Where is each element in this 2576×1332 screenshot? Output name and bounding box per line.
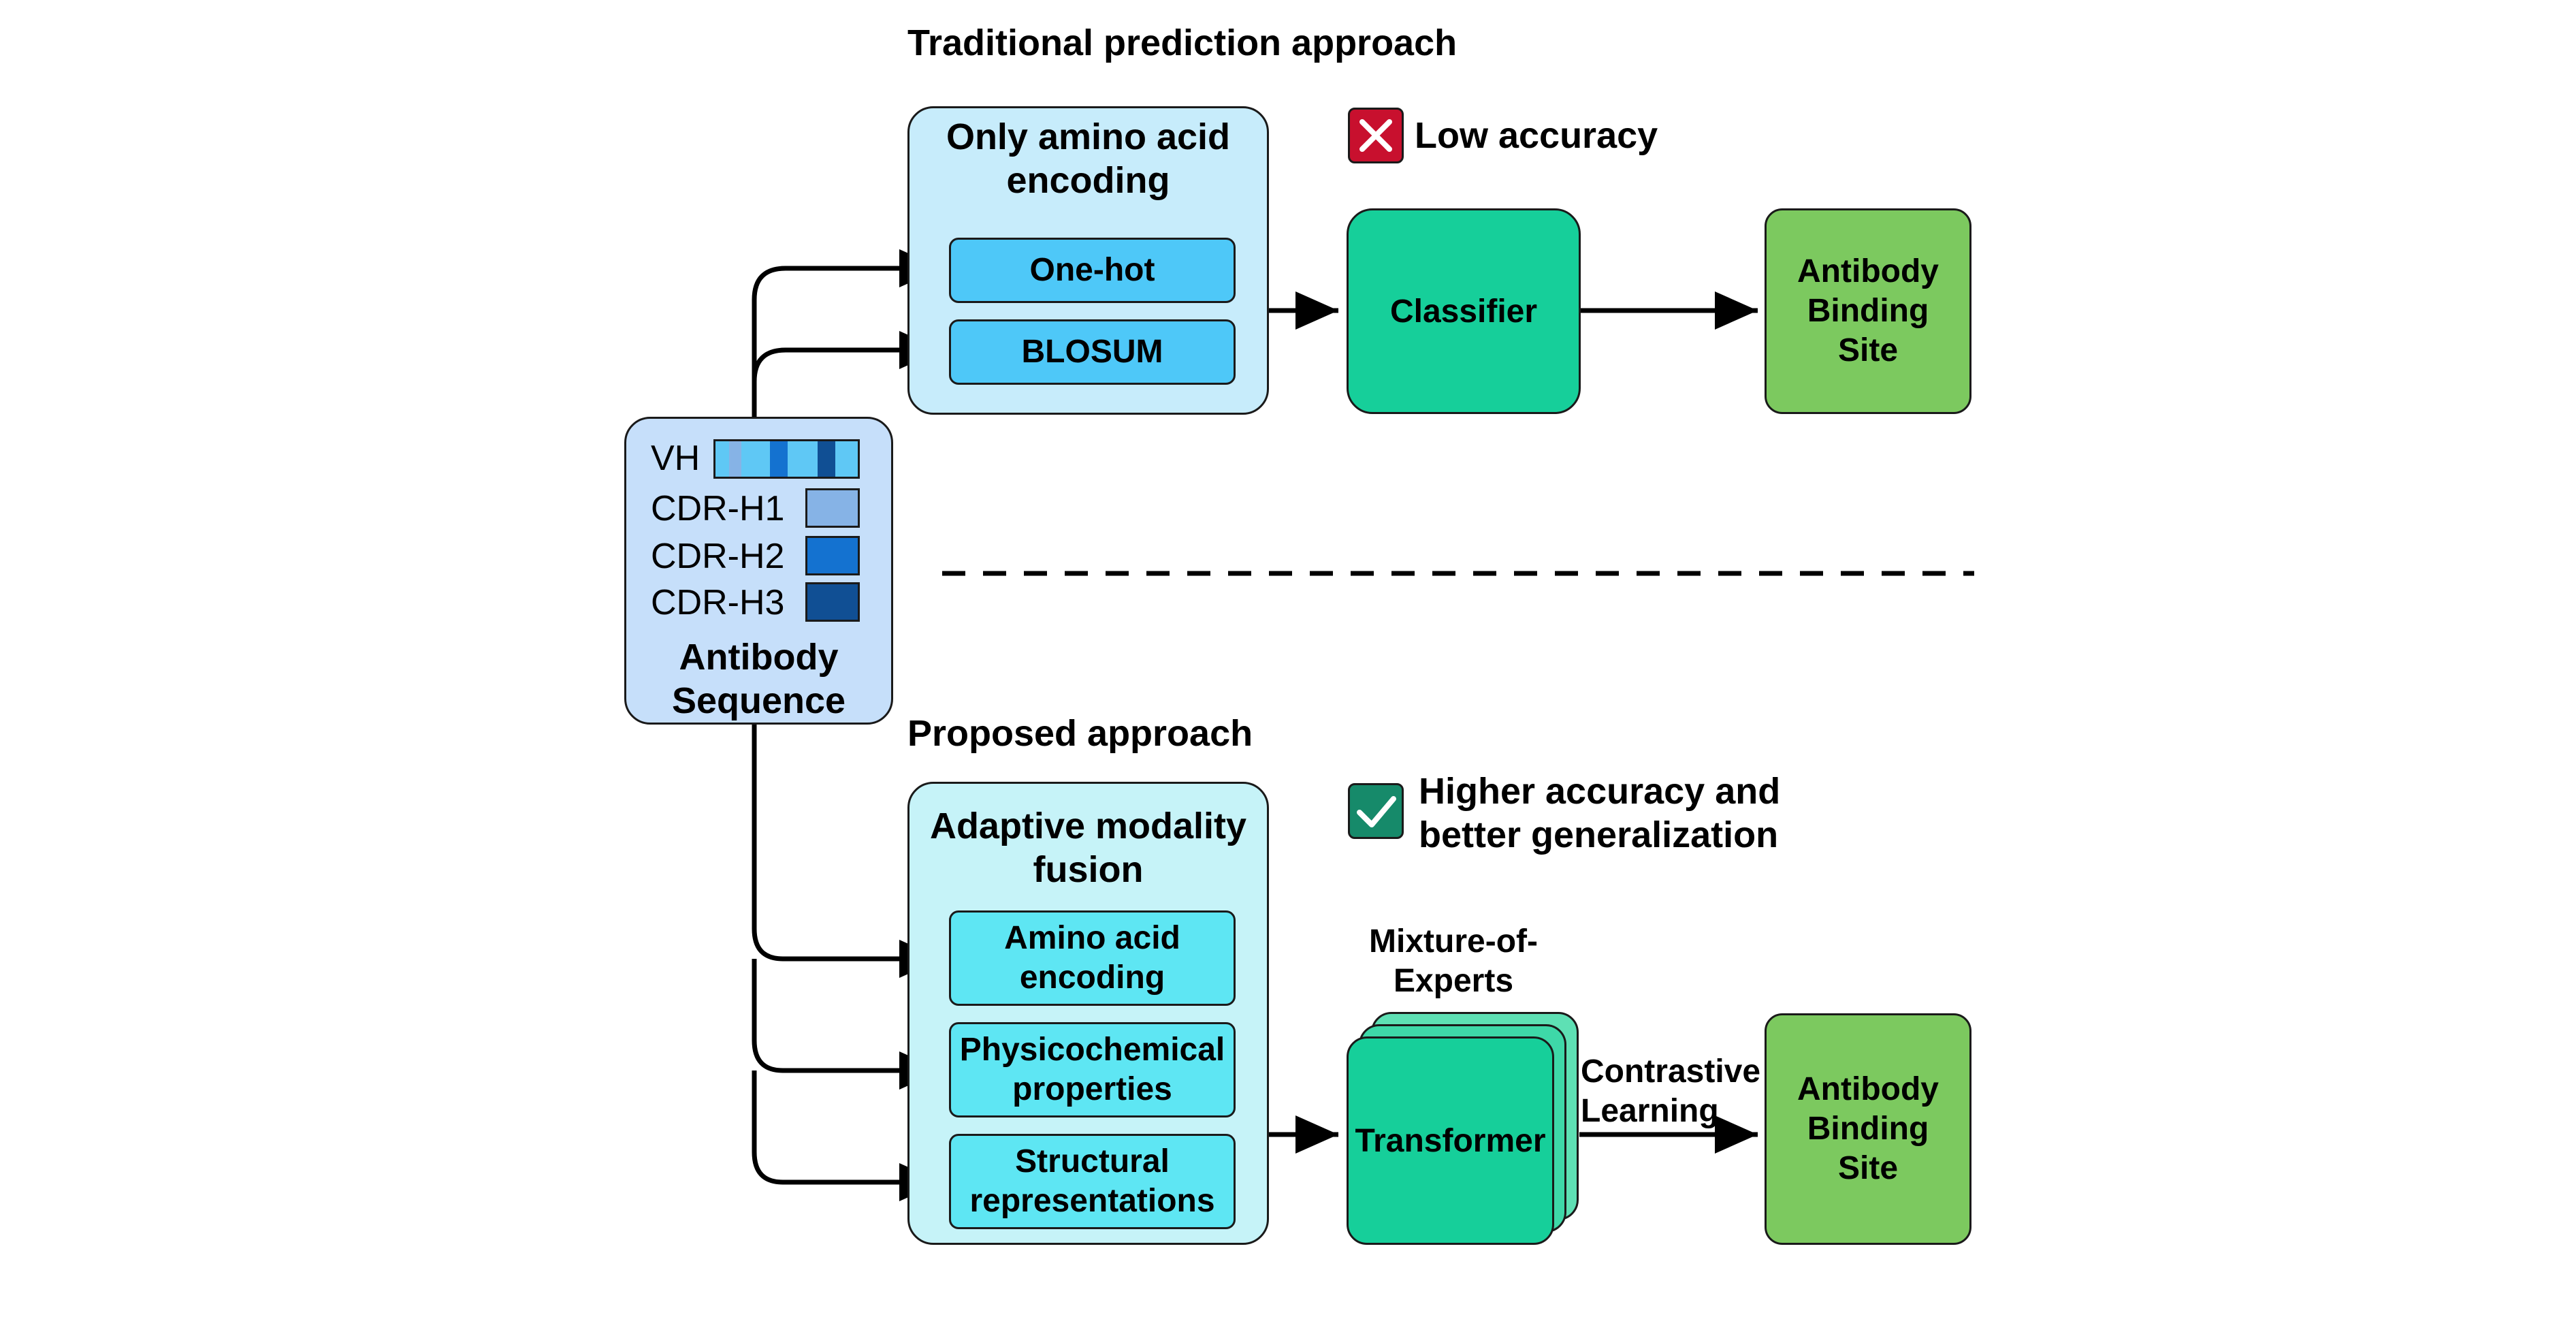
- arrow-input-to-structural: [752, 1071, 942, 1201]
- antibody-sequence-box: VH CDR-H1 CDR-H2 CDR-H3 Antibody Sequenc…: [624, 417, 893, 725]
- output-box-traditional: Antibody Binding Site: [1765, 208, 1971, 414]
- arrow-input-to-physico: [752, 959, 942, 1090]
- arrow-input-to-amino: [752, 725, 942, 978]
- contrastive-learning-label: Contrastive Learning: [1581, 1053, 1761, 1129]
- moe-label: Mixture-of- Experts: [1369, 923, 1538, 999]
- cross-icon: [1348, 108, 1404, 163]
- blosum-chip: BLOSUM: [949, 319, 1236, 385]
- amino-acid-encoding-chip: Amino acid encoding: [949, 910, 1236, 1006]
- fusion-panel: Adaptive modality fusion Amino acid enco…: [907, 782, 1269, 1245]
- classifier-box: Classifier: [1347, 208, 1581, 414]
- check-icon: [1348, 783, 1404, 839]
- transformer-box: Transformer: [1347, 1036, 1554, 1245]
- arrow-input-to-blosum: [752, 331, 942, 417]
- output-box-proposed: Antibody Binding Site: [1765, 1013, 1971, 1245]
- amino-encoding-panel: Only amino acid encoding One-hot BLOSUM: [907, 106, 1269, 415]
- cdr-h1-label: CDR-H1: [651, 489, 785, 528]
- cdr-h2-swatch: [805, 536, 860, 575]
- low-accuracy-label: Low accuracy: [1415, 115, 1658, 156]
- vh-label: VH: [651, 439, 701, 478]
- fusion-panel-title: Adaptive modality fusion: [929, 806, 1247, 890]
- vh-sequence-bar: [713, 439, 860, 479]
- antibody-sequence-title: Antibody Sequence: [671, 637, 846, 721]
- cdr-h3-label: CDR-H3: [651, 583, 785, 622]
- proposed-heading: Proposed approach: [907, 713, 1253, 754]
- cdr-h3-swatch: [805, 582, 860, 622]
- onehot-chip: One-hot: [949, 238, 1236, 303]
- structural-chip: Structural representations: [949, 1134, 1236, 1229]
- higher-accuracy-label: Higher accuracy and better generalizatio…: [1419, 771, 1781, 855]
- cdr-h1-swatch: [805, 488, 860, 528]
- amino-encoding-panel-title: Only amino acid encoding: [946, 116, 1231, 201]
- traditional-heading: Traditional prediction approach: [907, 22, 1458, 63]
- physicochemical-chip: Physicochemical properties: [949, 1022, 1236, 1117]
- arrow-input-to-onehot: [752, 249, 942, 417]
- cdr-h2-label: CDR-H2: [651, 537, 785, 576]
